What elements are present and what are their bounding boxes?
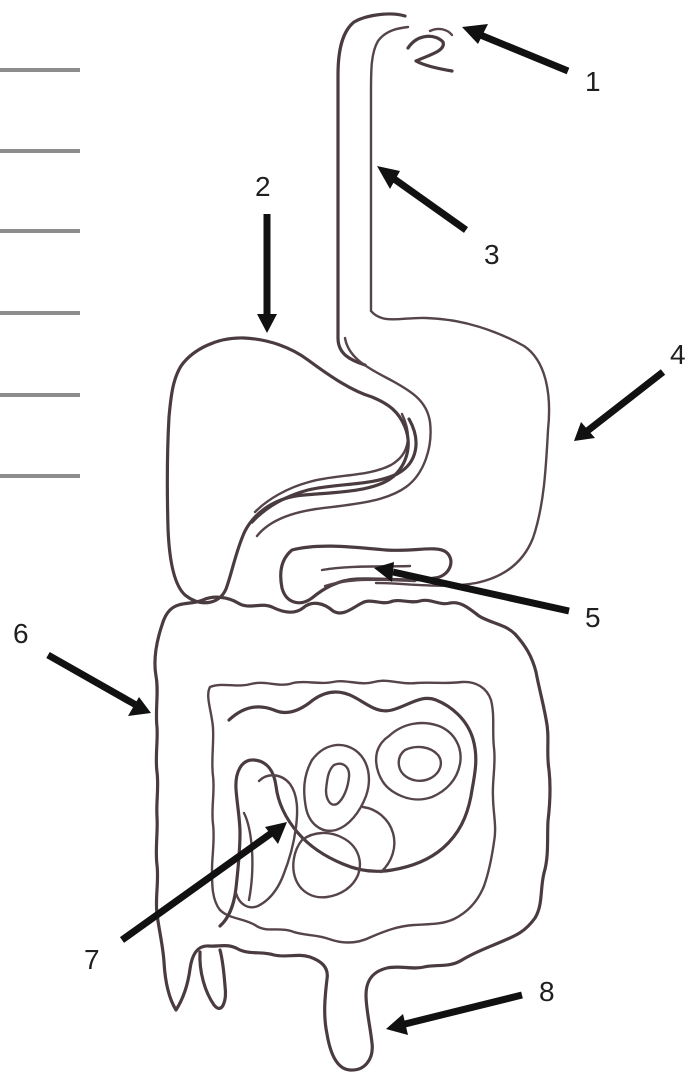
label-6: 6 bbox=[13, 618, 29, 649]
label-7: 7 bbox=[84, 944, 100, 975]
mouth-outline bbox=[338, 14, 452, 365]
arrow-2 bbox=[257, 214, 277, 333]
appendix-outline bbox=[200, 950, 226, 1008]
label-2: 2 bbox=[255, 171, 271, 202]
label-1: 1 bbox=[585, 66, 601, 97]
esophagus-stomach-outline bbox=[252, 311, 549, 603]
arrow-3 bbox=[377, 166, 466, 230]
arrow-6 bbox=[48, 655, 151, 716]
small-intestine-outline bbox=[220, 692, 476, 926]
arrow-5 bbox=[374, 562, 569, 611]
liver-outline bbox=[167, 338, 408, 603]
label-4: 4 bbox=[670, 339, 686, 370]
arrow-4 bbox=[574, 372, 663, 441]
label-5: 5 bbox=[585, 602, 601, 633]
arrow-7 bbox=[122, 822, 287, 940]
arrow-8 bbox=[386, 995, 522, 1035]
label-8: 8 bbox=[539, 976, 555, 1007]
answer-blanks bbox=[0, 70, 80, 476]
label-3: 3 bbox=[484, 239, 500, 270]
arrow-1 bbox=[462, 24, 568, 71]
